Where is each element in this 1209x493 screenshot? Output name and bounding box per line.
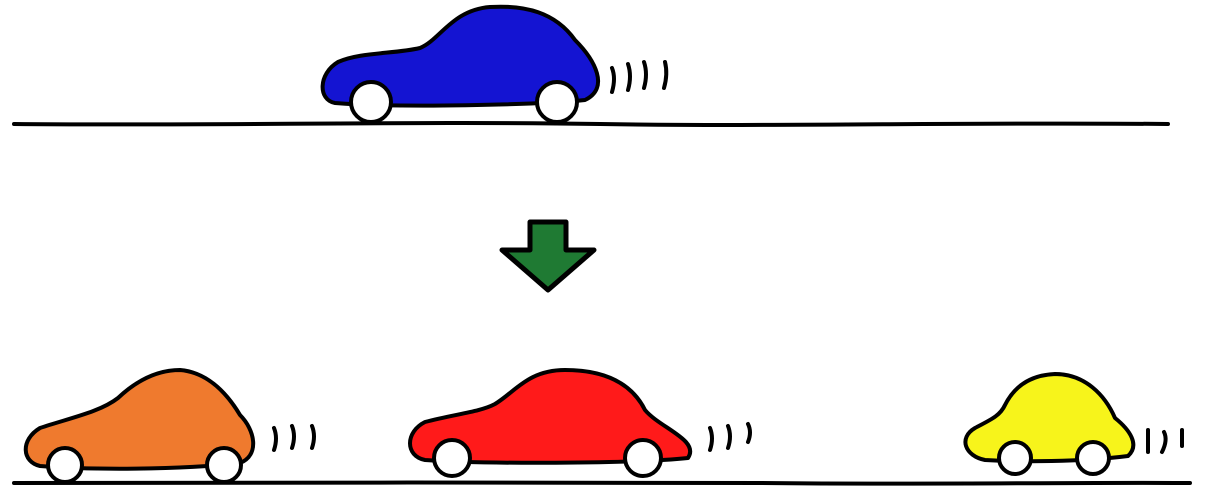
yellow-car [965,374,1182,474]
top-road-line [14,123,1168,125]
orange-car-motion-lines [274,426,314,450]
red-car-rear-wheel [434,440,470,476]
down-arrow-shape [502,222,594,290]
red-car-front-wheel [625,440,661,476]
yellow-car-front-wheel [1077,442,1109,474]
blue-car [323,7,667,122]
blue-car-motion-lines [612,62,666,92]
red-car-motion-lines [710,424,750,450]
orange-car [26,370,314,482]
red-car [410,370,750,476]
orange-car-rear-wheel [48,448,82,482]
down-arrow-icon [502,222,594,290]
orange-car-front-wheel [207,448,241,482]
yellow-car-motion-lines [1148,430,1182,452]
yellow-car-rear-wheel [999,442,1031,474]
blue-car-front-wheel [537,82,577,122]
blue-car-rear-wheel [351,82,391,122]
yellow-car-body [965,374,1133,461]
bottom-road-line [14,482,1190,483]
